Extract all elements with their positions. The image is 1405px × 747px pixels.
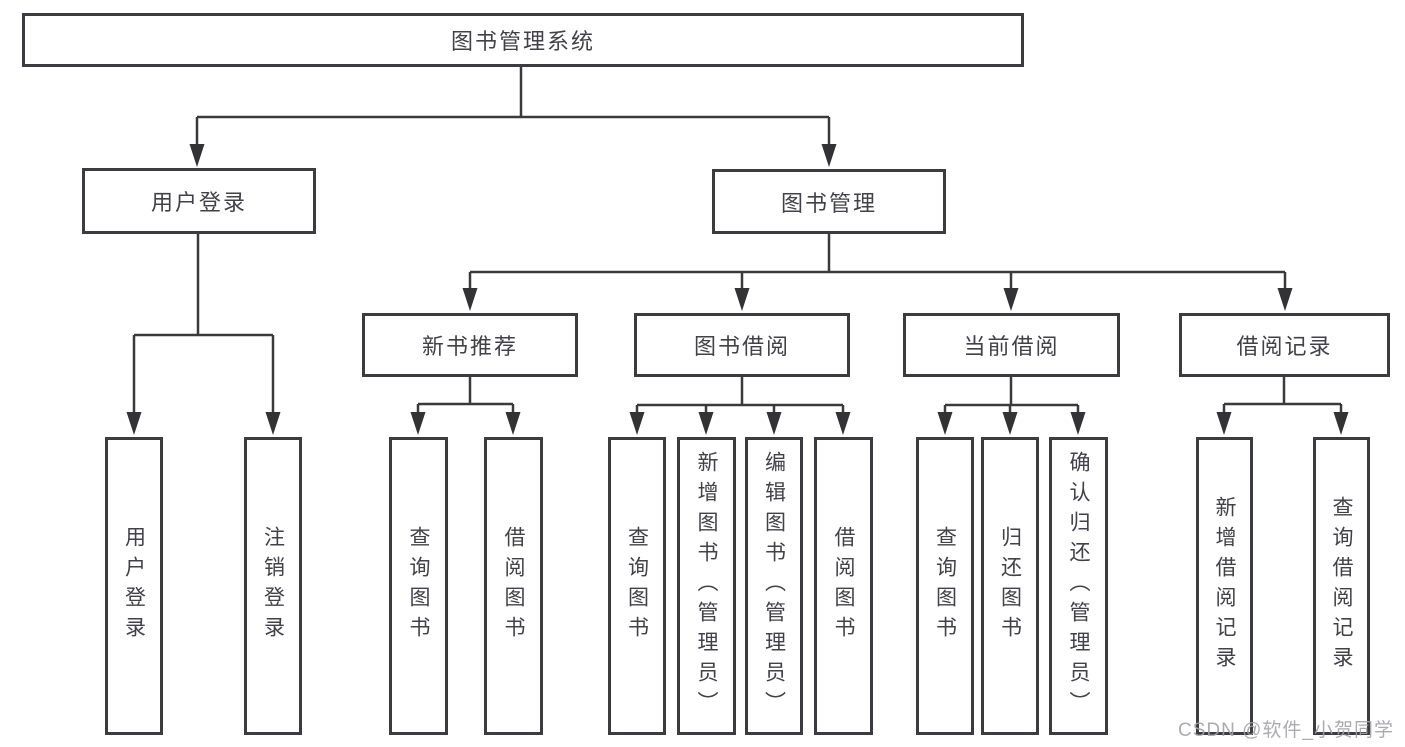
- connector-root-to-level2: [195, 66, 831, 147]
- leaf-return-books: 归还图书: [981, 437, 1039, 735]
- node-label: 用户登录: [150, 190, 247, 215]
- leaf-confirm-return-admin: 确认归还（管理员）: [1049, 437, 1108, 735]
- leaf-user-login: 用户登录: [105, 437, 163, 735]
- leaf-add-books-admin: 新增图书（管理员）: [677, 437, 736, 735]
- connector-borrow-records-to-leaves: [1222, 377, 1343, 417]
- arrowheads: [126, 144, 1349, 435]
- node-label: 新增图书（管理员）: [695, 451, 718, 721]
- node-label: 图书管理系统: [450, 29, 595, 54]
- connector-current-borrow-to-leaves: [943, 377, 1080, 417]
- watermark: CSDN @软件_小贺同学: [1178, 720, 1394, 741]
- leaf-add-borrow-record: 新增借阅记录: [1196, 437, 1253, 735]
- node-book-management: 图书管理: [712, 169, 946, 234]
- node-label: 查询图书: [933, 526, 957, 646]
- node-label: 当前借阅: [963, 334, 1060, 359]
- leaf-borrow-books-recommend: 借阅图书: [484, 437, 543, 735]
- node-label: 图书管理: [780, 190, 877, 216]
- connector-book-management-to-level3: [468, 234, 1287, 292]
- node-label: 借阅记录: [1236, 334, 1333, 359]
- node-label: 图书借阅: [693, 334, 790, 359]
- node-borrow-records: 借阅记录: [1179, 313, 1390, 377]
- node-new-book-recommend: 新书推荐: [362, 313, 578, 377]
- node-label: 查询图书: [625, 526, 649, 646]
- leaf-query-books-borrow: 查询图书: [608, 437, 666, 735]
- node-label: 借阅图书: [832, 526, 855, 646]
- leaf-query-borrow-record: 查询借阅记录: [1313, 437, 1370, 735]
- leaf-query-books-current: 查询图书: [916, 437, 974, 735]
- node-user-login: 用户登录: [82, 168, 316, 234]
- node-label: 查询借阅记录: [1330, 496, 1353, 676]
- node-label: 确认归还（管理员）: [1067, 451, 1090, 721]
- node-label: 归还图书: [998, 526, 1022, 646]
- node-book-borrow: 图书借阅: [634, 313, 850, 377]
- connector-user-login-to-leaves: [132, 233, 275, 416]
- node-root: 图书管理系统: [22, 13, 1024, 67]
- leaf-edit-books-admin: 编辑图书（管理员）: [745, 437, 803, 735]
- leaf-query-books-recommend: 查询图书: [389, 437, 448, 735]
- node-label: 新增借阅记录: [1213, 496, 1236, 676]
- connector-book-borrow-to-leaves: [635, 377, 845, 417]
- node-label: 借阅图书: [502, 526, 525, 646]
- node-current-borrow: 当前借阅: [903, 313, 1120, 377]
- leaf-borrow-books: 借阅图书: [814, 437, 873, 735]
- node-label: 注销登录: [261, 526, 285, 646]
- leaf-logout-login: 注销登录: [244, 437, 302, 735]
- node-label: 用户登录: [122, 526, 146, 646]
- node-label: 新书推荐: [421, 334, 518, 359]
- node-label: 查询图书: [407, 526, 430, 646]
- connector-new-book-recommend-to-leaves: [416, 377, 515, 417]
- node-label: 编辑图书（管理员）: [762, 451, 786, 721]
